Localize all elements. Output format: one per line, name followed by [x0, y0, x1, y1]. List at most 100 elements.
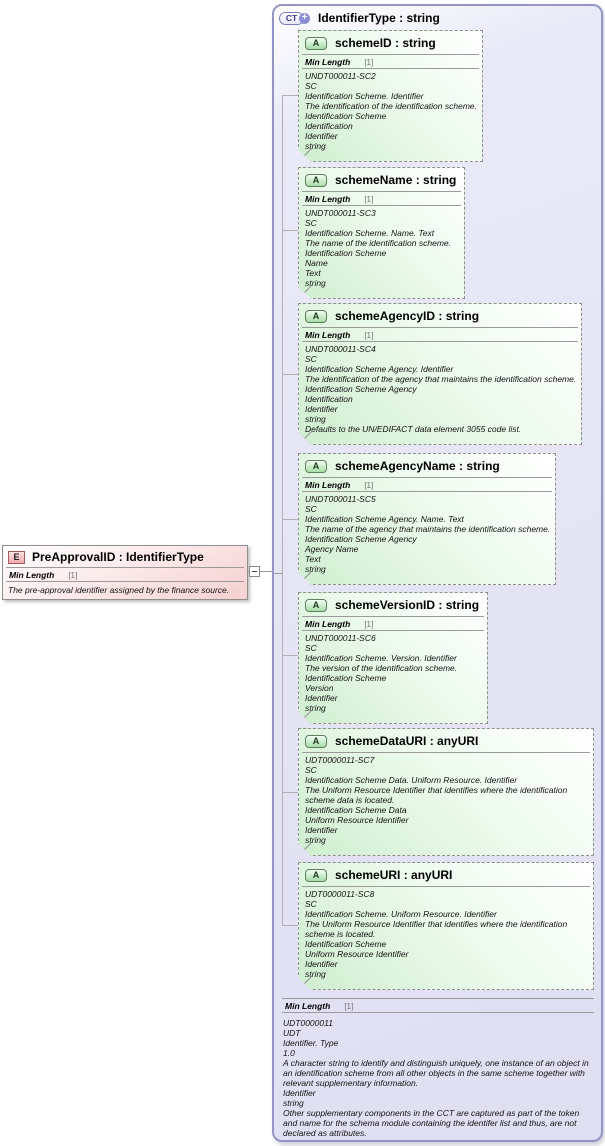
facet-value: [1] — [344, 1002, 354, 1011]
element-title: PreApprovalID : IdentifierType — [32, 550, 204, 564]
description-line: The version of the identification scheme… — [305, 663, 458, 673]
attribute-title: schemeDataURI : anyURI — [335, 734, 479, 748]
connector-stub — [282, 519, 298, 520]
facet-name: Min Length — [305, 480, 351, 490]
facet-value: [1] — [364, 481, 374, 490]
element-icon: E — [8, 550, 25, 564]
divider — [282, 1012, 594, 1013]
description-line: Uniform Resource Identifier — [305, 815, 409, 825]
facet-value: [1] — [364, 331, 374, 340]
description-line: Identification Scheme — [305, 939, 387, 949]
collapse-toggle[interactable] — [249, 566, 260, 577]
attribute-title: schemeAgencyID : string — [335, 309, 480, 323]
divider — [302, 68, 479, 69]
element-header: E PreApprovalID : IdentifierType — [3, 546, 247, 567]
description-line: 1.0 — [283, 1048, 295, 1058]
description-line: UNDT000011-SC5 — [305, 494, 376, 504]
description-line: The name of the identification scheme. — [305, 238, 451, 248]
description-line: Identifier — [305, 959, 338, 969]
description-line: Identification Scheme. Name. Text — [305, 228, 435, 238]
description-line: SC — [305, 218, 317, 228]
description-line: Agency Name — [305, 544, 359, 554]
description-line: string — [305, 969, 326, 979]
description-line: Identifier — [305, 825, 338, 835]
attribute-icon: A — [305, 599, 327, 612]
description-line: SC — [305, 504, 317, 514]
element-annotation: The pre-approval identifier assigned by … — [8, 585, 230, 595]
description-line: string — [305, 141, 326, 151]
description-line: UNDT000011-SC6 — [305, 633, 376, 643]
element-box-preapprovalid[interactable]: E PreApprovalID : IdentifierType Min Len… — [2, 545, 248, 600]
description-line: Defaults to the UN/EDIFACT data element … — [305, 424, 522, 434]
description-line: Text — [305, 268, 321, 278]
connector-stub — [282, 655, 298, 656]
description-line: Identification Scheme. Identifier — [305, 91, 424, 101]
description-line: string — [305, 703, 326, 713]
divider — [302, 205, 461, 206]
description-line: Identification Scheme — [305, 673, 387, 683]
divider — [302, 191, 461, 192]
description-line: UDT0000011-SC8 — [305, 889, 375, 899]
facet-name: Min Length — [305, 619, 351, 629]
attribute-facet-row: Min Length[1] — [299, 192, 464, 205]
connector-stub — [282, 925, 298, 926]
attribute-title: schemeID : string — [335, 36, 436, 50]
element-facet-row: Min Length [1] — [3, 568, 247, 581]
connector-stub — [282, 792, 298, 793]
complex-type-facet: Min Length [1] — [282, 998, 594, 1013]
description-line: A character string to identify and disti… — [283, 1058, 589, 1088]
description-line: Identification Scheme — [305, 248, 387, 258]
attribute-facet-row: Min Length [1] — [299, 478, 555, 491]
description-line: Identifier. Type — [283, 1038, 339, 1048]
facet-value: [1] — [68, 571, 78, 580]
description-line: UNDT000011-SC2 — [305, 71, 376, 81]
attribute-facet-row: Min Length[1] — [299, 328, 581, 341]
description-line: Identification — [305, 121, 353, 131]
divider — [302, 341, 578, 342]
description-line: Identification Scheme Agency. Identifier — [305, 364, 454, 374]
description-line: string — [305, 564, 326, 574]
divider — [302, 327, 578, 328]
complex-type-header: CT IdentifierType : string — [279, 11, 440, 25]
attribute-icon: A — [305, 37, 327, 50]
description-line: string — [305, 835, 326, 845]
plus-icon — [299, 12, 310, 24]
divider — [302, 491, 552, 492]
divider — [6, 581, 244, 582]
description-line: UNDT000011-SC3 — [305, 208, 376, 218]
attribute-title: schemeURI : anyURI — [335, 868, 453, 882]
description-line: The identification of the agency that ma… — [305, 374, 577, 384]
description-line: Identification — [305, 394, 353, 404]
description-line: SC — [305, 354, 317, 364]
connector-rail — [282, 95, 283, 925]
connection-line-inner — [274, 573, 282, 574]
description-line: The name of the agency that maintains th… — [305, 524, 551, 534]
divider — [302, 616, 484, 617]
description-line: UDT0000011 — [283, 1018, 333, 1028]
connection-line — [248, 571, 273, 572]
attribute-icon: A — [305, 174, 327, 187]
description-line: The identification of the identification… — [305, 101, 477, 111]
attribute-icon: A — [305, 460, 327, 473]
divider — [302, 477, 552, 478]
facet-name: Min Length — [305, 194, 351, 204]
description-line: Identifier — [283, 1088, 316, 1098]
description-line: The Uniform Resource Identifier that ide… — [305, 919, 568, 939]
description-line: Identification Scheme Agency. Name. Text — [305, 514, 464, 524]
